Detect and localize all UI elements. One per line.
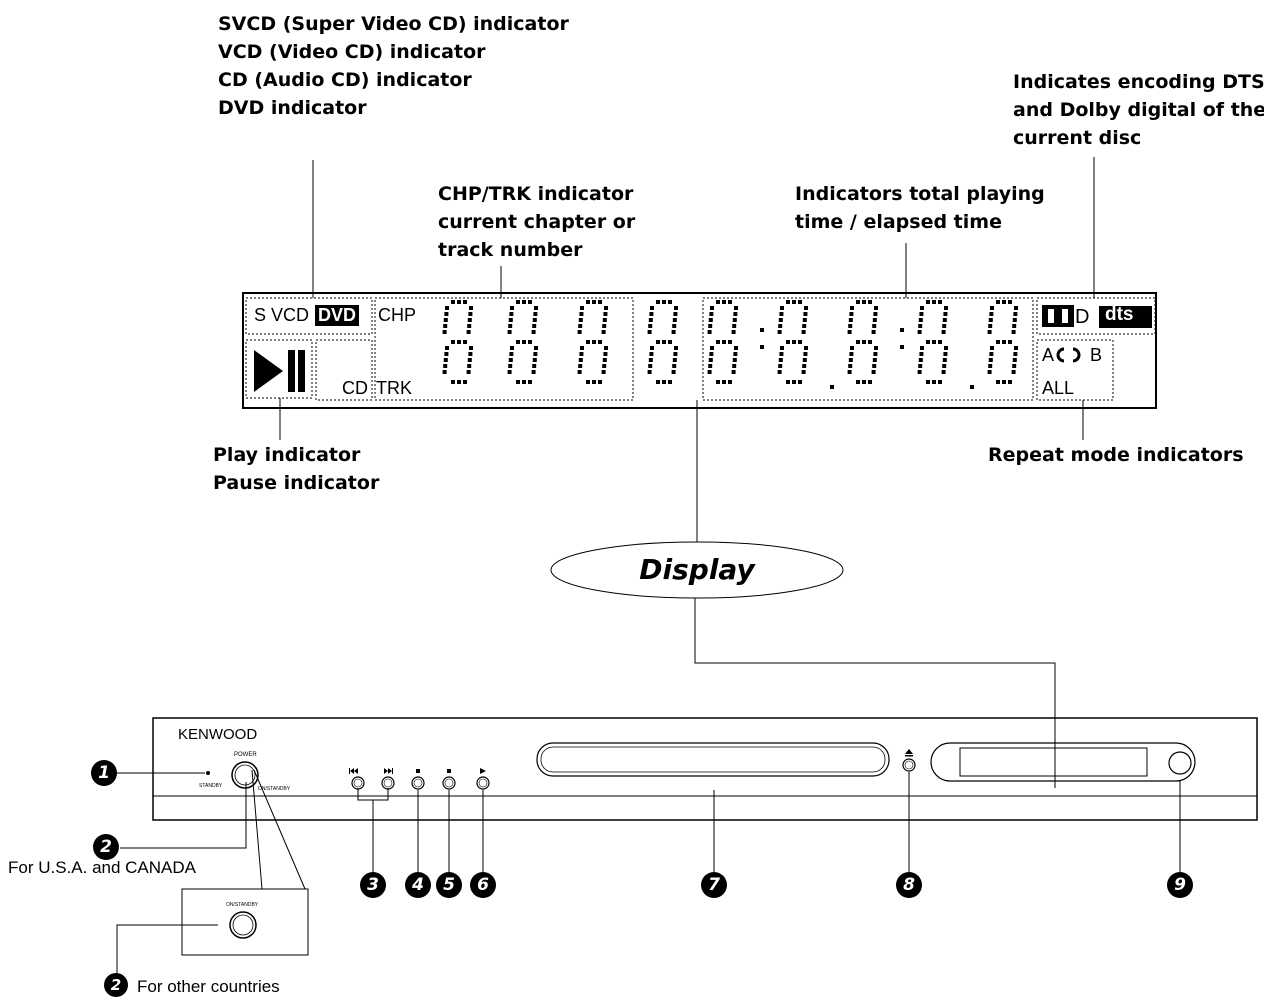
dts-box: [1099, 306, 1152, 328]
encoding-box: [1036, 297, 1156, 335]
other-countries-label: For other countries: [137, 977, 280, 996]
encoding-labels: Indicates encoding DTS and Dolby digital…: [1013, 68, 1264, 152]
play-icon: [254, 350, 283, 392]
power-button: [231, 761, 259, 789]
dolby-icon: [1042, 305, 1074, 327]
encoding-line-1: Indicates encoding DTS: [1013, 71, 1264, 93]
callout-4: 4: [405, 872, 431, 898]
callout-9: 9: [1167, 872, 1193, 898]
dvd-label: DVD indicator: [218, 97, 367, 119]
lcd-dolby-d-text: D: [1075, 306, 1090, 328]
pause-bar-2: [298, 350, 305, 392]
display-callout-ellipse: [550, 541, 844, 599]
callout-5: 5: [436, 872, 462, 898]
disc-type-box: [245, 297, 373, 335]
power-label: POWER: [234, 752, 257, 758]
lcd-frame: [242, 292, 1157, 409]
encoding-line-3: current disc: [1013, 127, 1142, 149]
callout-2-other: 2: [104, 973, 128, 997]
chp-trk-labels: CHP/TRK indicator current chapter or tra…: [438, 180, 635, 264]
lcd-repeat-b: B: [1090, 345, 1103, 365]
disc-type-labels: SVCD (Super Video CD) indicator VCD (Vid…: [218, 10, 569, 122]
cd-box: [315, 339, 373, 401]
chp-trk-line-2: current chapter or: [438, 211, 636, 233]
chp-trk-line-1: CHP/TRK indicator: [438, 183, 634, 205]
time-box: [702, 297, 1034, 401]
lcd-dts-text: dts: [1105, 304, 1134, 325]
vcd-label: VCD (Video CD) indicator: [218, 41, 486, 63]
play-indicator-label: Play indicator: [213, 444, 361, 466]
brand-logo: KENWOOD: [178, 726, 258, 743]
callout-6: 6: [470, 872, 496, 898]
svcd-label: SVCD (Super Video CD) indicator: [218, 13, 569, 35]
callout-2-usa: 2: [93, 834, 119, 860]
inset-power-button: [229, 911, 257, 939]
lcd-chp-text: CHP: [378, 305, 417, 325]
time-line-1: Indicators total playing: [795, 183, 1045, 205]
play-pause-labels: Play indicator Pause indicator: [213, 441, 379, 497]
callout-3: 3: [360, 872, 386, 898]
callout-1: 1: [91, 760, 117, 786]
encoding-line-2: and Dolby digital of the: [1013, 99, 1264, 121]
pause-indicator-label: Pause indicator: [213, 472, 380, 494]
cd-label: CD (Audio CD) indicator: [218, 69, 472, 91]
chp-trk-line-3: track number: [438, 239, 583, 261]
disc-tray: [536, 742, 890, 777]
lcd-svcd-text: S VCD: [254, 305, 310, 325]
usa-canada-label: For U.S.A. and CANADA: [8, 858, 197, 877]
lcd-cd-text: CD: [342, 378, 368, 398]
display-callout-label: Display: [639, 553, 755, 586]
time-labels: Indicators total playing time / elapsed …: [795, 180, 1045, 236]
front-panel: [152, 717, 1258, 821]
repeat-label: Repeat mode indicators: [988, 444, 1244, 466]
remote-sensor: [1168, 751, 1192, 775]
standby-label: STANDBY: [199, 783, 223, 789]
front-display-window: [930, 742, 1196, 782]
repeat-box: [1036, 339, 1114, 401]
on-standby-label: ON/STANDBY: [258, 786, 291, 792]
lcd-dvd-text: DVD: [315, 305, 360, 326]
lcd-repeat-a: A: [1042, 345, 1055, 365]
chp-trk-box: [374, 297, 634, 401]
callout-8: 8: [896, 872, 922, 898]
lcd-trk-text: TRK: [376, 378, 412, 398]
inset-box: [181, 888, 309, 956]
lcd-repeat-all: ALL: [1042, 378, 1075, 398]
play-pause-box: [245, 339, 313, 399]
callout-7: 7: [701, 872, 727, 898]
inset-on-standby-label: ON/STANDBY: [226, 902, 259, 908]
standby-led: [206, 771, 210, 775]
time-line-2: time / elapsed time: [795, 211, 1002, 233]
pause-bar-1: [288, 350, 295, 392]
